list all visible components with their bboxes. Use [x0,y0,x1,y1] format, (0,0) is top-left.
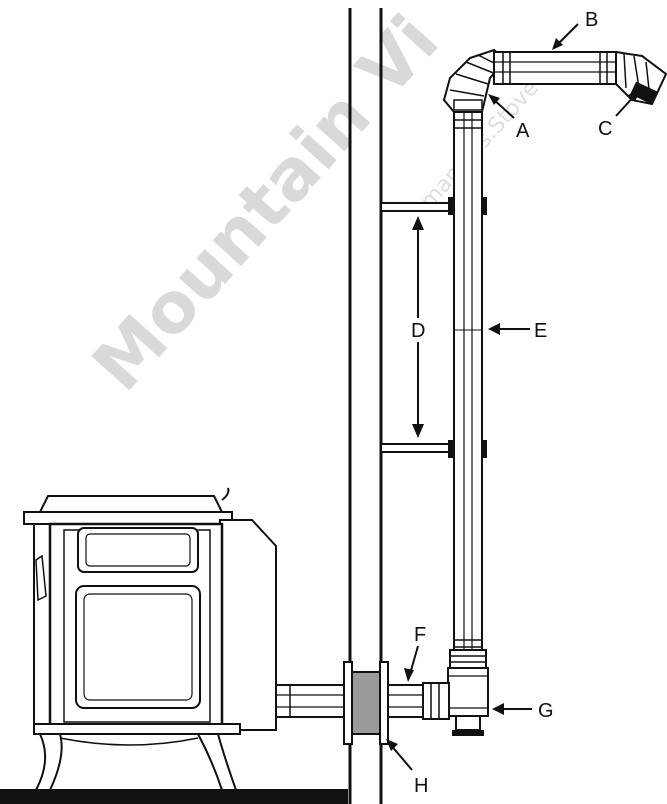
elbow-upper-left [442,48,508,113]
dimension-d-arrow [412,216,424,438]
label-e: E [534,320,547,342]
label-f: F [414,624,426,646]
label-h: H [414,775,428,797]
label-c: C [598,118,612,140]
horizontal-top-pipe [493,51,617,85]
label-a: A [516,120,530,142]
label-leaders [386,23,640,771]
label-d: D [411,320,425,342]
termination-cap [615,50,667,106]
horizontal-wall-pipe [275,682,450,720]
wood-stove [23,487,277,791]
wall-thimble [343,661,389,745]
label-b: B [585,9,598,31]
label-g: G [538,700,554,722]
callout-labels: A B C D E F G H [411,9,612,797]
vent-tee [447,667,489,736]
floor [0,789,348,804]
vertical-vent-pipe [449,111,487,669]
